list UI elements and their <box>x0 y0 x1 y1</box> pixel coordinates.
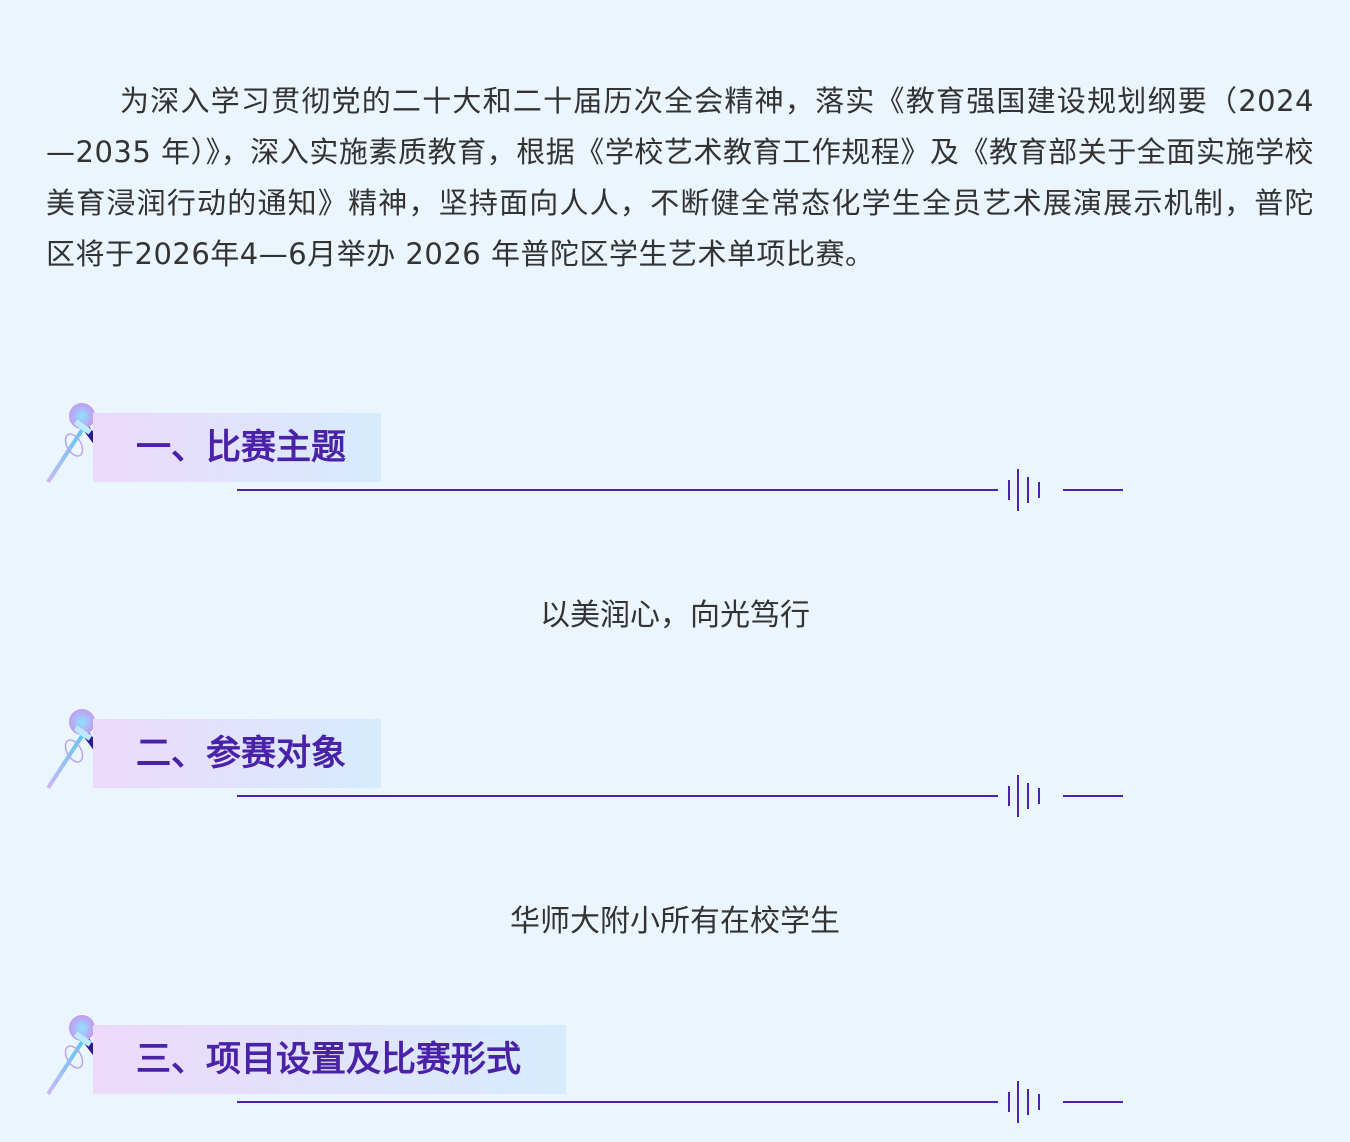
divider-soundwave-icon <box>237 1080 1124 1124</box>
section-content: 以美润心，向光笃行 <box>540 598 810 633</box>
section-title: 二、参赛对象 <box>136 734 347 774</box>
section-title-band <box>93 1025 566 1094</box>
section-content: 华师大附小所有在校学生 <box>510 904 840 939</box>
section-title: 三、项目设置及比赛形式 <box>136 1040 522 1080</box>
section-theme: 一、比赛主题 <box>0 400 1350 512</box>
divider-soundwave-icon <box>237 774 1124 818</box>
divider-soundwave-icon <box>237 468 1124 512</box>
section-title: 一、比赛主题 <box>136 428 347 468</box>
section-title-band <box>93 413 381 482</box>
intro-paragraph: 为深入学习贯彻党的二十大和二十届历次全会精神，落实《教育强国建设规划纲要（202… <box>46 84 1314 271</box>
section-participants: 二、参赛对象 <box>0 706 1350 818</box>
section-title-band <box>93 719 381 788</box>
section-events: 三、项目设置及比赛形式 <box>0 1012 1350 1124</box>
